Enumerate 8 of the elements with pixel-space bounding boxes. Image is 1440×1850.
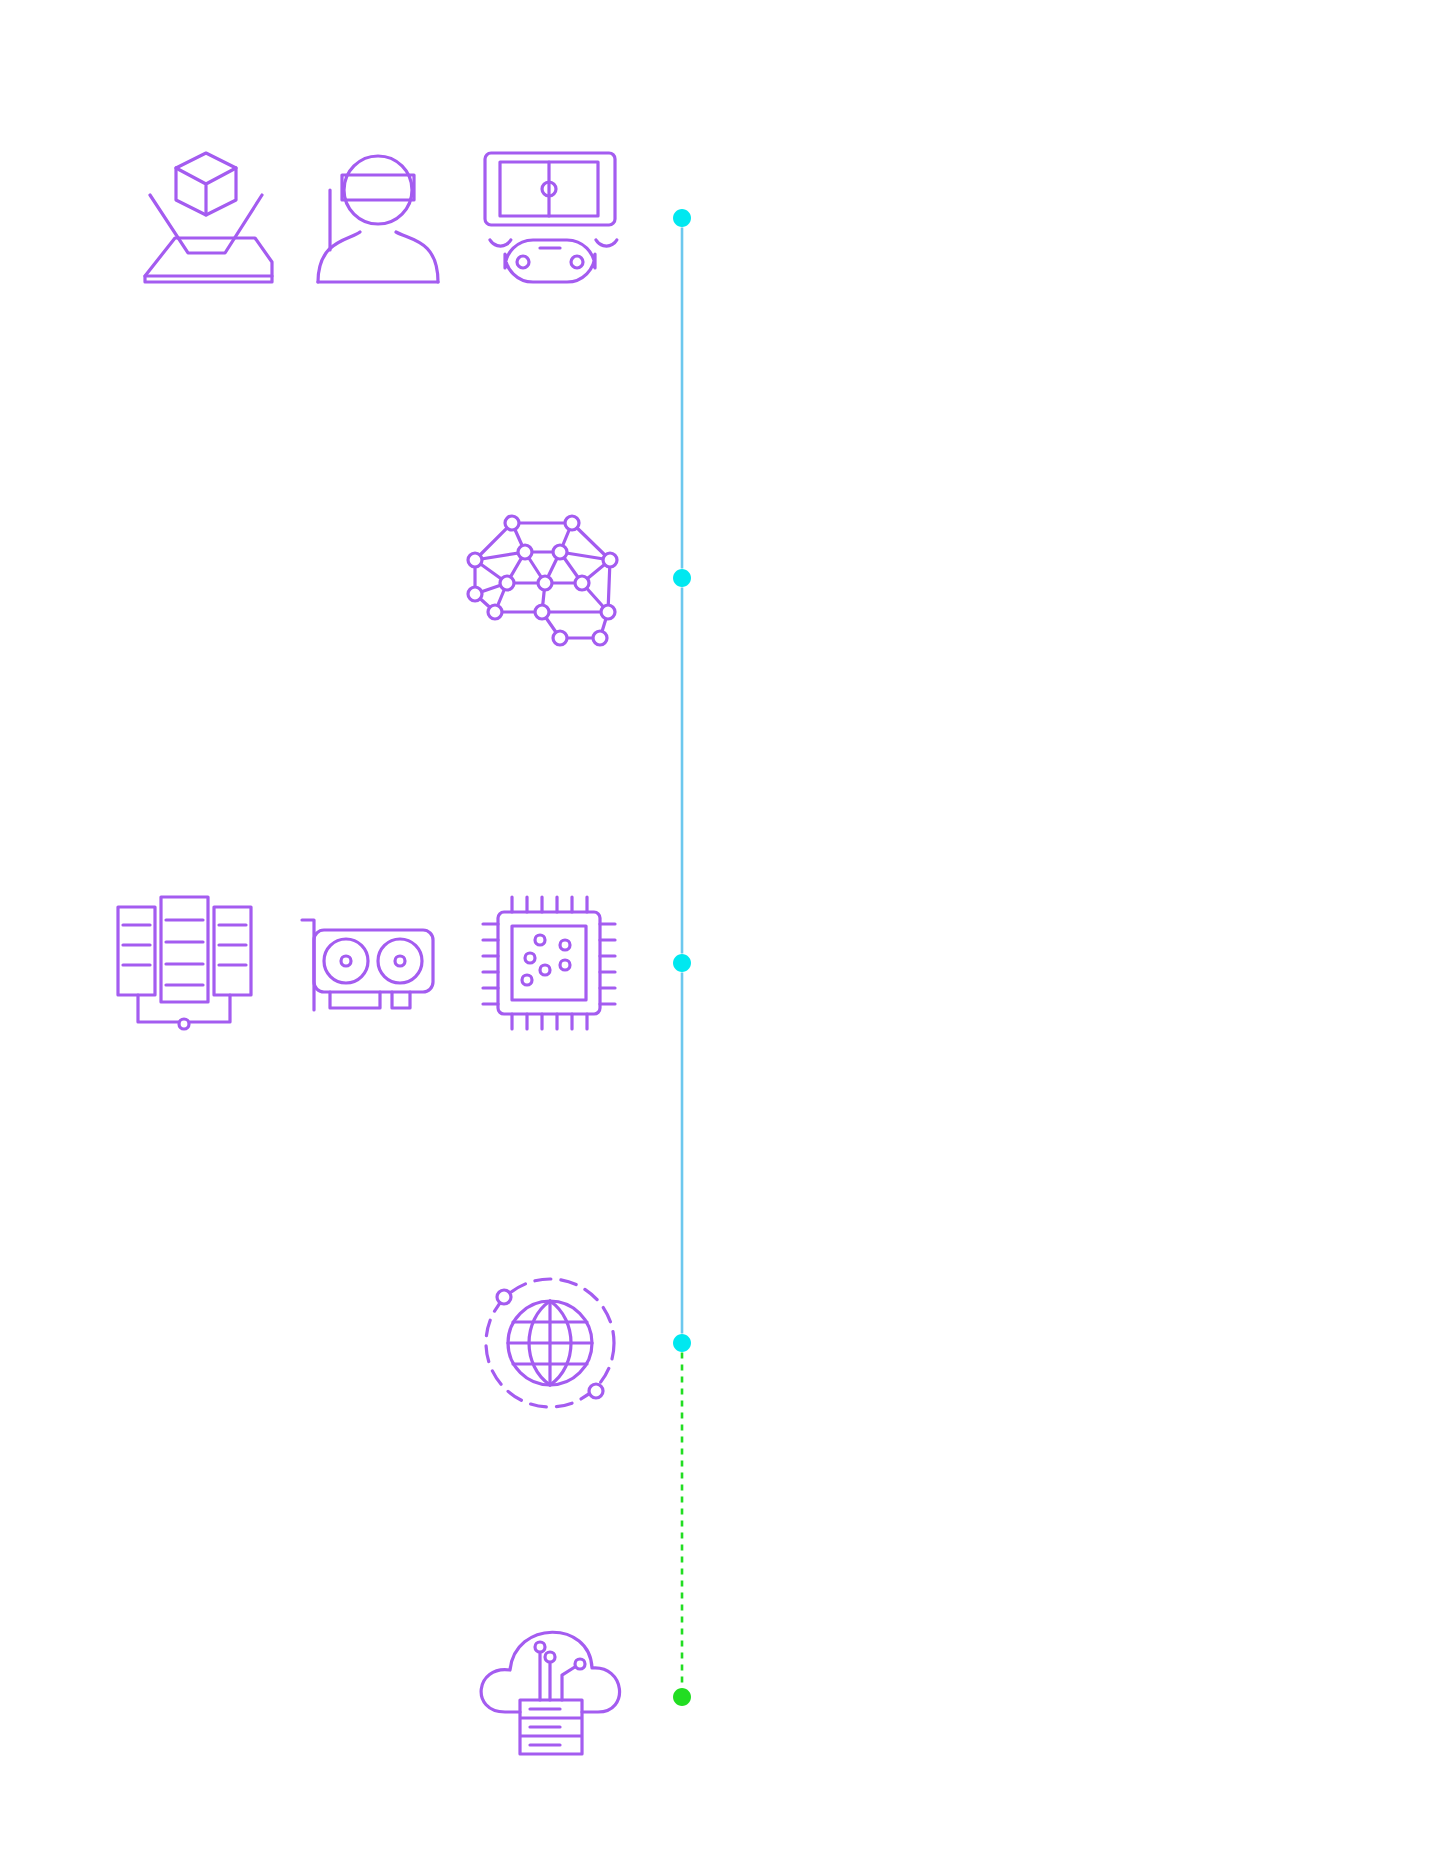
timeline-dot bbox=[673, 569, 691, 587]
timeline-line bbox=[680, 587, 684, 954]
timeline-line bbox=[680, 227, 684, 569]
timeline-line bbox=[680, 972, 684, 1334]
timeline-dot bbox=[673, 1334, 691, 1352]
timeline-dot bbox=[673, 1688, 691, 1706]
timeline-dot bbox=[673, 209, 691, 227]
timeline-dot bbox=[673, 954, 691, 972]
